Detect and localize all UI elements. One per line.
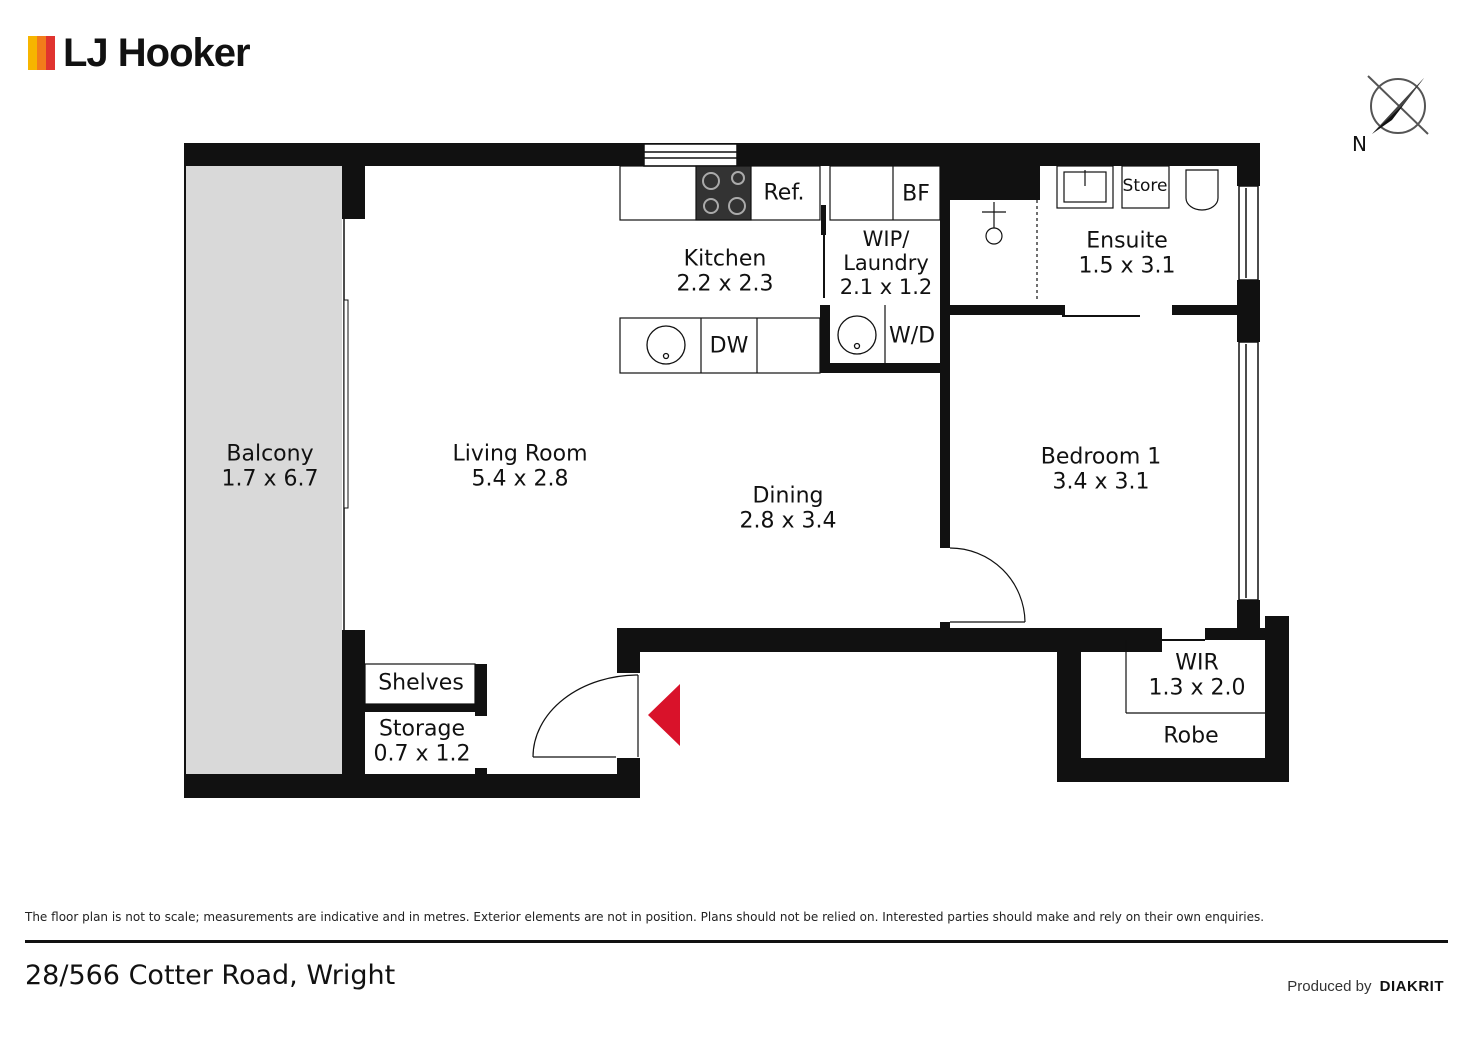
fixture-store: Store [1122,176,1168,197]
entry-marker-icon [648,684,680,746]
fixture-ref: Ref. [763,180,805,206]
room-kitchen: Kitchen 2.2 x 2.3 [676,246,774,297]
compass-icon [1367,75,1429,135]
produced-by-brand: DIAKRIT [1379,978,1444,995]
cooktop-icon [702,171,746,215]
disclaimer-text: The floor plan is not to scale; measurem… [25,910,1265,924]
room-wip-laundry: WIP/ Laundry 2.1 x 1.2 [839,226,933,300]
brand-bar-yellow [28,36,37,70]
bedroom-window [1238,341,1259,601]
brand-name: LJ Hooker [63,30,251,75]
produced-by: Produced by DIAKRIT [1287,978,1444,995]
brand-logo: LJ Hooker [28,30,251,76]
brand-bars-icon [28,36,55,70]
balcony-sliding-door [343,299,349,509]
kitchen-window [643,143,738,167]
sink-icon [646,315,877,365]
balcony-area [185,166,342,774]
shelves-unit [364,663,476,705]
produced-by-prefix: Produced by [1287,978,1372,995]
room-storage: Storage 0.7 x 1.2 [373,716,471,767]
brand-bar-orange [37,36,46,70]
ensuite-fixtures [982,165,1219,317]
room-balcony: Balcony 1.7 x 6.7 [221,441,319,492]
brand-bar-red [46,36,55,70]
room-bedroom-1: Bedroom 1 3.4 x 3.1 [1040,444,1162,495]
fixture-shelves: Shelves [378,670,464,696]
entry-door-swing [532,674,639,758]
floor-plan [184,143,1289,798]
fixture-bf: BF [902,181,930,207]
fixture-dw: DW [709,333,749,359]
room-living: Living Room 5.4 x 2.8 [452,441,588,492]
property-address: 28/566 Cotter Road, Wright [25,960,396,991]
room-ensuite: Ensuite 1.5 x 3.1 [1078,228,1176,279]
ensuite-window [1238,185,1259,281]
wir-robe [1125,640,1265,714]
room-dining: Dining 2.8 x 3.4 [739,483,837,534]
fixture-robe: Robe [1163,723,1219,749]
bedroom-door-swing [949,547,1026,623]
room-wir: WIR 1.3 x 2.0 [1148,650,1246,701]
compass-north-label: N [1352,132,1367,156]
fixture-wd: W/D [888,323,936,349]
footer-divider [25,940,1448,943]
